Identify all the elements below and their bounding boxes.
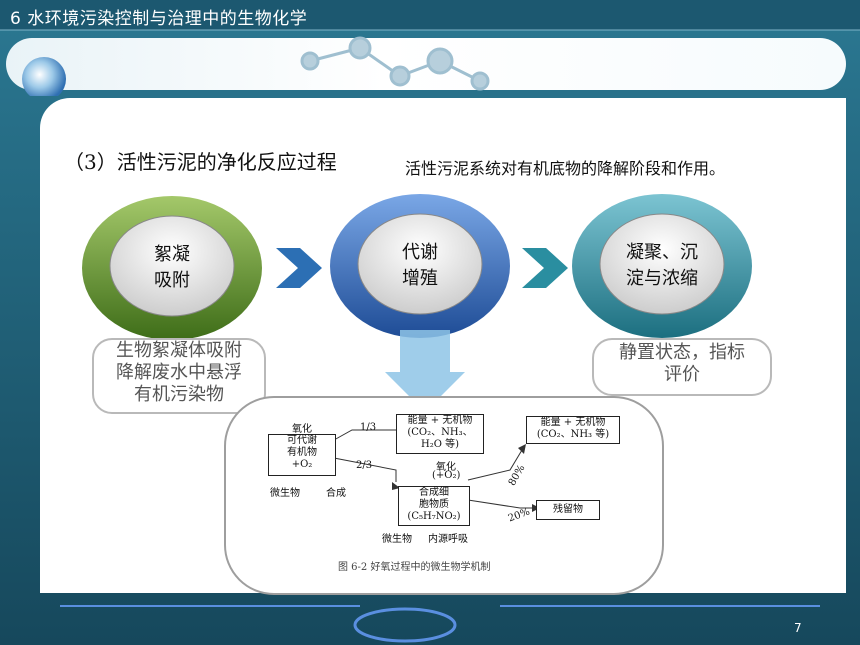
orb-icon (22, 57, 66, 96)
diagram-box-residue: 残留物 (536, 500, 600, 520)
description-flocculation: 生物絮凝体吸附 降解废水中悬浮 有机污染物 (92, 338, 266, 414)
callout-arrow (385, 330, 465, 412)
stage-label-flocculation: 絮凝吸附 (154, 244, 190, 291)
diagram-label-oxidation-2: 氧化 (436, 462, 456, 473)
header-title: 6 水环境污染控制与治理中的生物化学 (10, 9, 308, 29)
diagram-label-synthesis: 合成 (326, 488, 346, 499)
header-banner (6, 38, 846, 90)
section-subtitle: 活性污泥系统对有机底物的降解阶段和作用。 (405, 159, 726, 178)
stage-circle-metabolism (330, 194, 510, 338)
description-settling: 静置状态，指标 评价 (592, 338, 772, 396)
diagram-fraction-two-thirds: 2/3 (356, 460, 373, 471)
diagram-box-cell-matter: 合成细 胞物质 (C₅H₇NO₂) (398, 486, 470, 526)
diagram-box-energy-2: 能量 + 无机物 (CO₂、NH₃ 等) (526, 416, 620, 444)
stage-label-metabolism: 代谢增殖 (402, 242, 438, 289)
diagram-label-microbe: 微生物 (270, 488, 300, 499)
banner-decoration (22, 36, 490, 96)
chevron-right-icon (522, 248, 568, 288)
diagram-box-substrate: 可代谢 有机物 +O₂ (268, 434, 336, 476)
diagram-label-endogenous: 内源呼吸 (428, 534, 468, 545)
molecule-icon (300, 36, 490, 91)
page-number: 7 (794, 621, 802, 635)
section-title: （3）活性污泥的净化反应过程 (64, 150, 337, 174)
diagram-fraction-one-third: 1/3 (360, 422, 377, 433)
figure-caption: 图 6-2 好氧过程中的微生物学机制 (338, 562, 491, 573)
diagram-label-oxidation: 氧化 (292, 424, 312, 435)
stage-circle-settling (572, 194, 752, 338)
diagram-box-energy-1: 能量 + 无机物 (CO₂、NH₃、 H₂O 等) (396, 414, 484, 454)
stage-label-settling: 凝聚、沉淀与浓缩 (626, 242, 698, 289)
diagram-label-oxidation-2b: (+O₂) (432, 470, 461, 481)
diagram-label-microbe-2: 微生物 (382, 534, 412, 545)
chevron-right-icon (276, 248, 322, 288)
stage-circle-flocculation (82, 196, 262, 340)
